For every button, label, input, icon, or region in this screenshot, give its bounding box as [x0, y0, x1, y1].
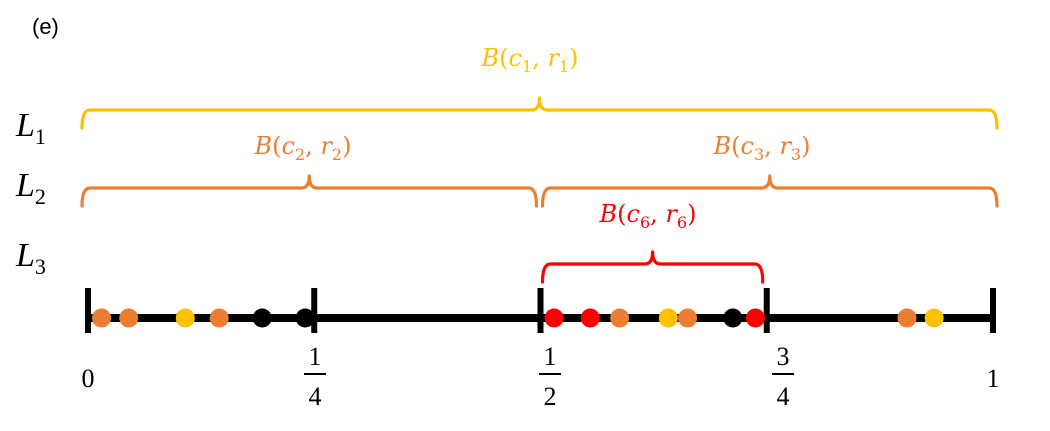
data-point-1	[119, 308, 139, 328]
data-point-5	[295, 308, 315, 328]
ball-label-b1: B(c1, r1)	[481, 44, 579, 76]
level-label-1: L1	[15, 107, 46, 149]
brace-b3	[540, 174, 999, 208]
tick-label-three-quarter: 3 4	[772, 342, 794, 411]
data-point-4	[252, 308, 272, 328]
svg-text:1: 1	[309, 342, 322, 371]
panel-label: (e)	[32, 14, 59, 39]
level-label-2: L2	[15, 167, 46, 209]
ball-label-b3: B(c3, r3)	[713, 132, 811, 164]
tick-label-0: 0	[82, 364, 95, 393]
brace-b6	[540, 250, 765, 284]
brace-b2	[80, 174, 539, 208]
data-point-14	[924, 308, 944, 328]
data-point-7	[580, 308, 600, 328]
brace-b1	[80, 96, 999, 130]
level-label-3: L3	[15, 237, 46, 279]
tick-label-half: 1 2	[539, 342, 561, 411]
svg-text:2: 2	[544, 382, 557, 411]
svg-text:4: 4	[777, 382, 790, 411]
data-point-9	[658, 308, 678, 328]
number-line-group	[80, 96, 999, 333]
ball-label-b6: B(c6, r6)	[599, 200, 697, 232]
data-point-2	[175, 308, 195, 328]
ball-label-b2: B(c2, r2)	[254, 132, 352, 164]
svg-text:1: 1	[544, 342, 557, 371]
data-point-0	[92, 308, 112, 328]
tick-label-1: 1	[987, 364, 1000, 393]
data-point-12	[745, 308, 765, 328]
data-point-10	[678, 308, 698, 328]
data-point-13	[897, 308, 917, 328]
data-point-8	[610, 308, 630, 328]
data-point-6	[544, 308, 564, 328]
svg-text:3: 3	[777, 342, 790, 371]
data-point-3	[209, 308, 229, 328]
svg-text:4: 4	[309, 382, 322, 411]
data-point-11	[723, 308, 743, 328]
tick-label-quarter: 1 4	[304, 342, 326, 411]
